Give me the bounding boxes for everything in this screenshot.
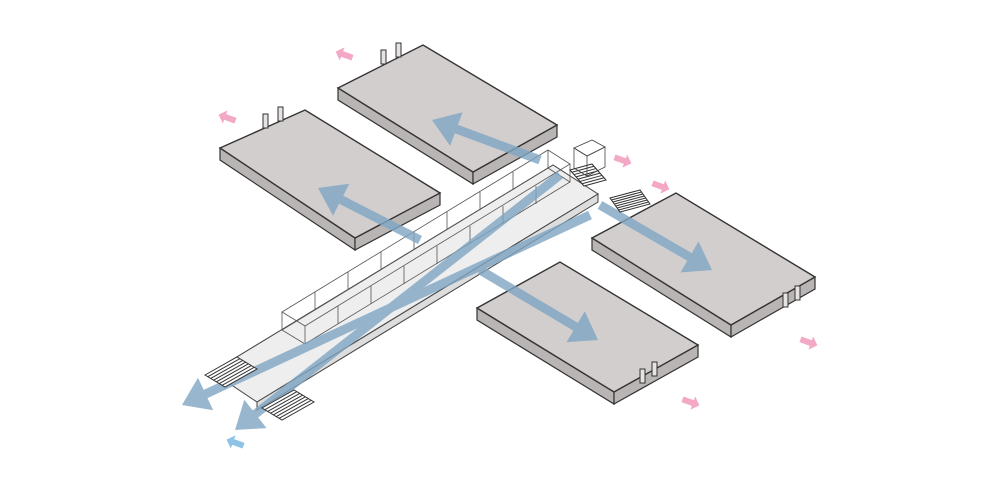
flow-arrow-left-shape — [318, 183, 422, 244]
flow-arrow-right-shape — [597, 201, 712, 273]
platform-top-center-post-1 — [395, 42, 402, 58]
flow-arrow-bottom-shape — [477, 266, 598, 343]
flow-arrow-right — [597, 201, 712, 273]
platform-left-post-1 — [277, 106, 284, 122]
flow-arrow-top-center — [432, 112, 542, 165]
stairs — [204, 163, 651, 421]
stair-top-right-a-tread-6 — [581, 177, 605, 185]
platform-left-deck — [218, 109, 442, 239]
flow-arrow-bottom — [477, 266, 598, 343]
stair-bottom-left-b-tread-5 — [276, 398, 309, 418]
platform-bottom-post-1 — [639, 368, 646, 384]
exit-marker-6-shape — [681, 396, 700, 410]
stair-top-right-b-tread-3 — [614, 195, 645, 205]
stair-top-right-a-tread-1 — [571, 165, 595, 173]
flow-arrow-left — [318, 183, 422, 244]
platform-bottom-post-0 — [651, 361, 658, 377]
platform-right-post-1 — [782, 292, 789, 308]
stair-top-right-b — [609, 189, 651, 213]
stair-top-right-b-tread-5 — [617, 199, 648, 209]
platform-top-center-post-0 — [380, 49, 387, 65]
stair-top-right-a-tread-4 — [577, 172, 601, 180]
exit-marker-4-shape — [651, 180, 670, 194]
stair-bottom-left-b-tread-4 — [273, 396, 306, 416]
exit-markers — [218, 47, 818, 449]
stair-tower — [573, 139, 606, 177]
stair-bottom-left-a-outline — [204, 356, 258, 388]
stair-top-right-b-tread-6 — [618, 201, 649, 211]
exit-marker-2-shape — [218, 110, 237, 124]
stair-top-right-a-tread-2 — [573, 168, 597, 176]
stair-bottom-left-a-tread-1 — [207, 358, 241, 378]
stair-bottom-left-b — [261, 389, 315, 421]
stair-bottom-left-a-tread-3 — [213, 361, 246, 381]
stair-bottom-left-b-tread-2 — [267, 392, 300, 412]
exit-marker-7 — [226, 435, 245, 449]
stair-bottom-left-b-tread-1 — [264, 391, 298, 411]
exit-marker-3-shape — [613, 154, 632, 168]
exit-marker-7-shape — [226, 435, 245, 449]
stair-top-right-b-outline — [609, 189, 651, 213]
stair-bottom-left-b-tread-6 — [278, 399, 312, 419]
flow-arrow-top-center-shape — [432, 112, 542, 165]
stair-top-right-a-tread-5 — [579, 174, 603, 182]
exit-marker-1-shape — [335, 47, 354, 61]
exit-marker-6 — [681, 396, 700, 410]
platform-left — [218, 106, 442, 252]
stair-bottom-left-a-tread-5 — [219, 365, 252, 385]
glass-bays — [281, 149, 571, 345]
stair-bottom-left-a-tread-2 — [210, 359, 243, 379]
flow-arrows — [182, 112, 712, 430]
stair-top-right-b-tread-2 — [612, 193, 643, 203]
exit-marker-2 — [218, 110, 237, 124]
exit-marker-1 — [335, 47, 354, 61]
stair-top-right-b-tread-1 — [611, 191, 642, 201]
stair-bottom-left-a-tread-6 — [221, 366, 255, 386]
exit-marker-5-shape — [799, 336, 818, 350]
stair-bottom-left-b-outline — [261, 389, 315, 421]
flow-arrow-corridor-upper-shape — [235, 171, 563, 430]
exit-marker-5 — [799, 336, 818, 350]
stair-bottom-left-a — [204, 356, 258, 388]
stair-top-right-a-outline — [569, 163, 607, 187]
exit-marker-3 — [613, 154, 632, 168]
exit-marker-4 — [651, 180, 670, 194]
platform-top-center-deck — [336, 44, 559, 173]
platform-left-post-0 — [262, 113, 269, 129]
stair-top-right-b-tread-4 — [615, 197, 646, 207]
platform-right-post-0 — [794, 285, 801, 301]
stair-bottom-left-a-tread-4 — [216, 363, 249, 383]
stair-bottom-left-b-tread-3 — [270, 394, 303, 414]
flow-arrow-corridor-upper — [235, 171, 563, 430]
